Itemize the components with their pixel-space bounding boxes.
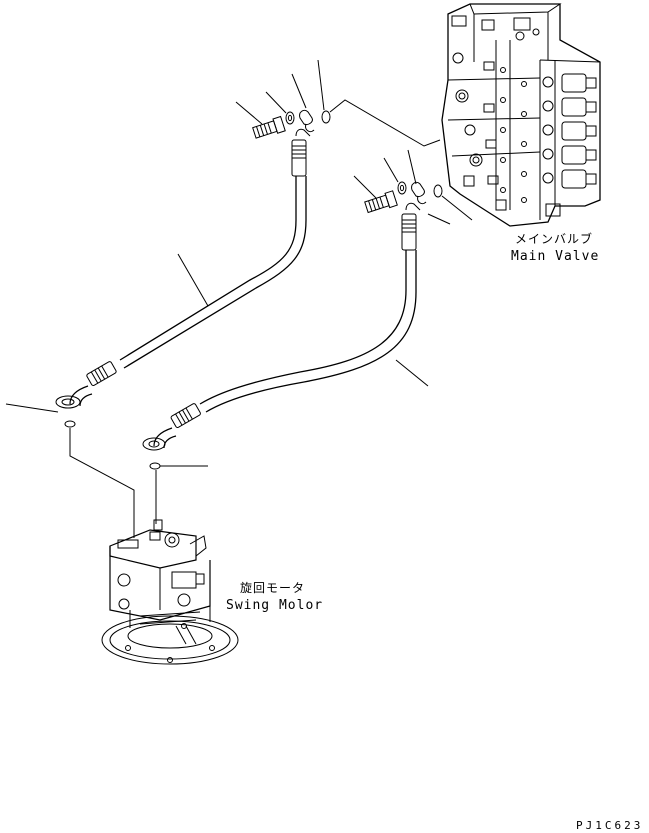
o-ring-right (150, 463, 160, 469)
fitting-set-lower (364, 182, 442, 250)
bolt-lower (364, 191, 397, 215)
main-valve (442, 4, 600, 226)
drawing-code: PJ1C623 (576, 819, 644, 832)
swing-motor (102, 520, 238, 664)
hose-end-right (143, 403, 201, 450)
leader-lines (6, 60, 472, 538)
hose-lower (200, 250, 416, 412)
swing-motor-label-en: Swing Molor (226, 598, 324, 613)
o-ring-left (65, 421, 75, 427)
bolt-upper (252, 117, 285, 141)
fitting-set-upper (252, 110, 330, 176)
hose-upper (120, 176, 306, 368)
main-valve-label-en: Main Valve (511, 249, 600, 264)
main-valve-label-jp: メインバルブ (515, 232, 594, 246)
swing-motor-label-jp: 旋回モータ (240, 581, 306, 595)
hose-end-left (56, 361, 117, 408)
spool-caps (543, 74, 596, 188)
